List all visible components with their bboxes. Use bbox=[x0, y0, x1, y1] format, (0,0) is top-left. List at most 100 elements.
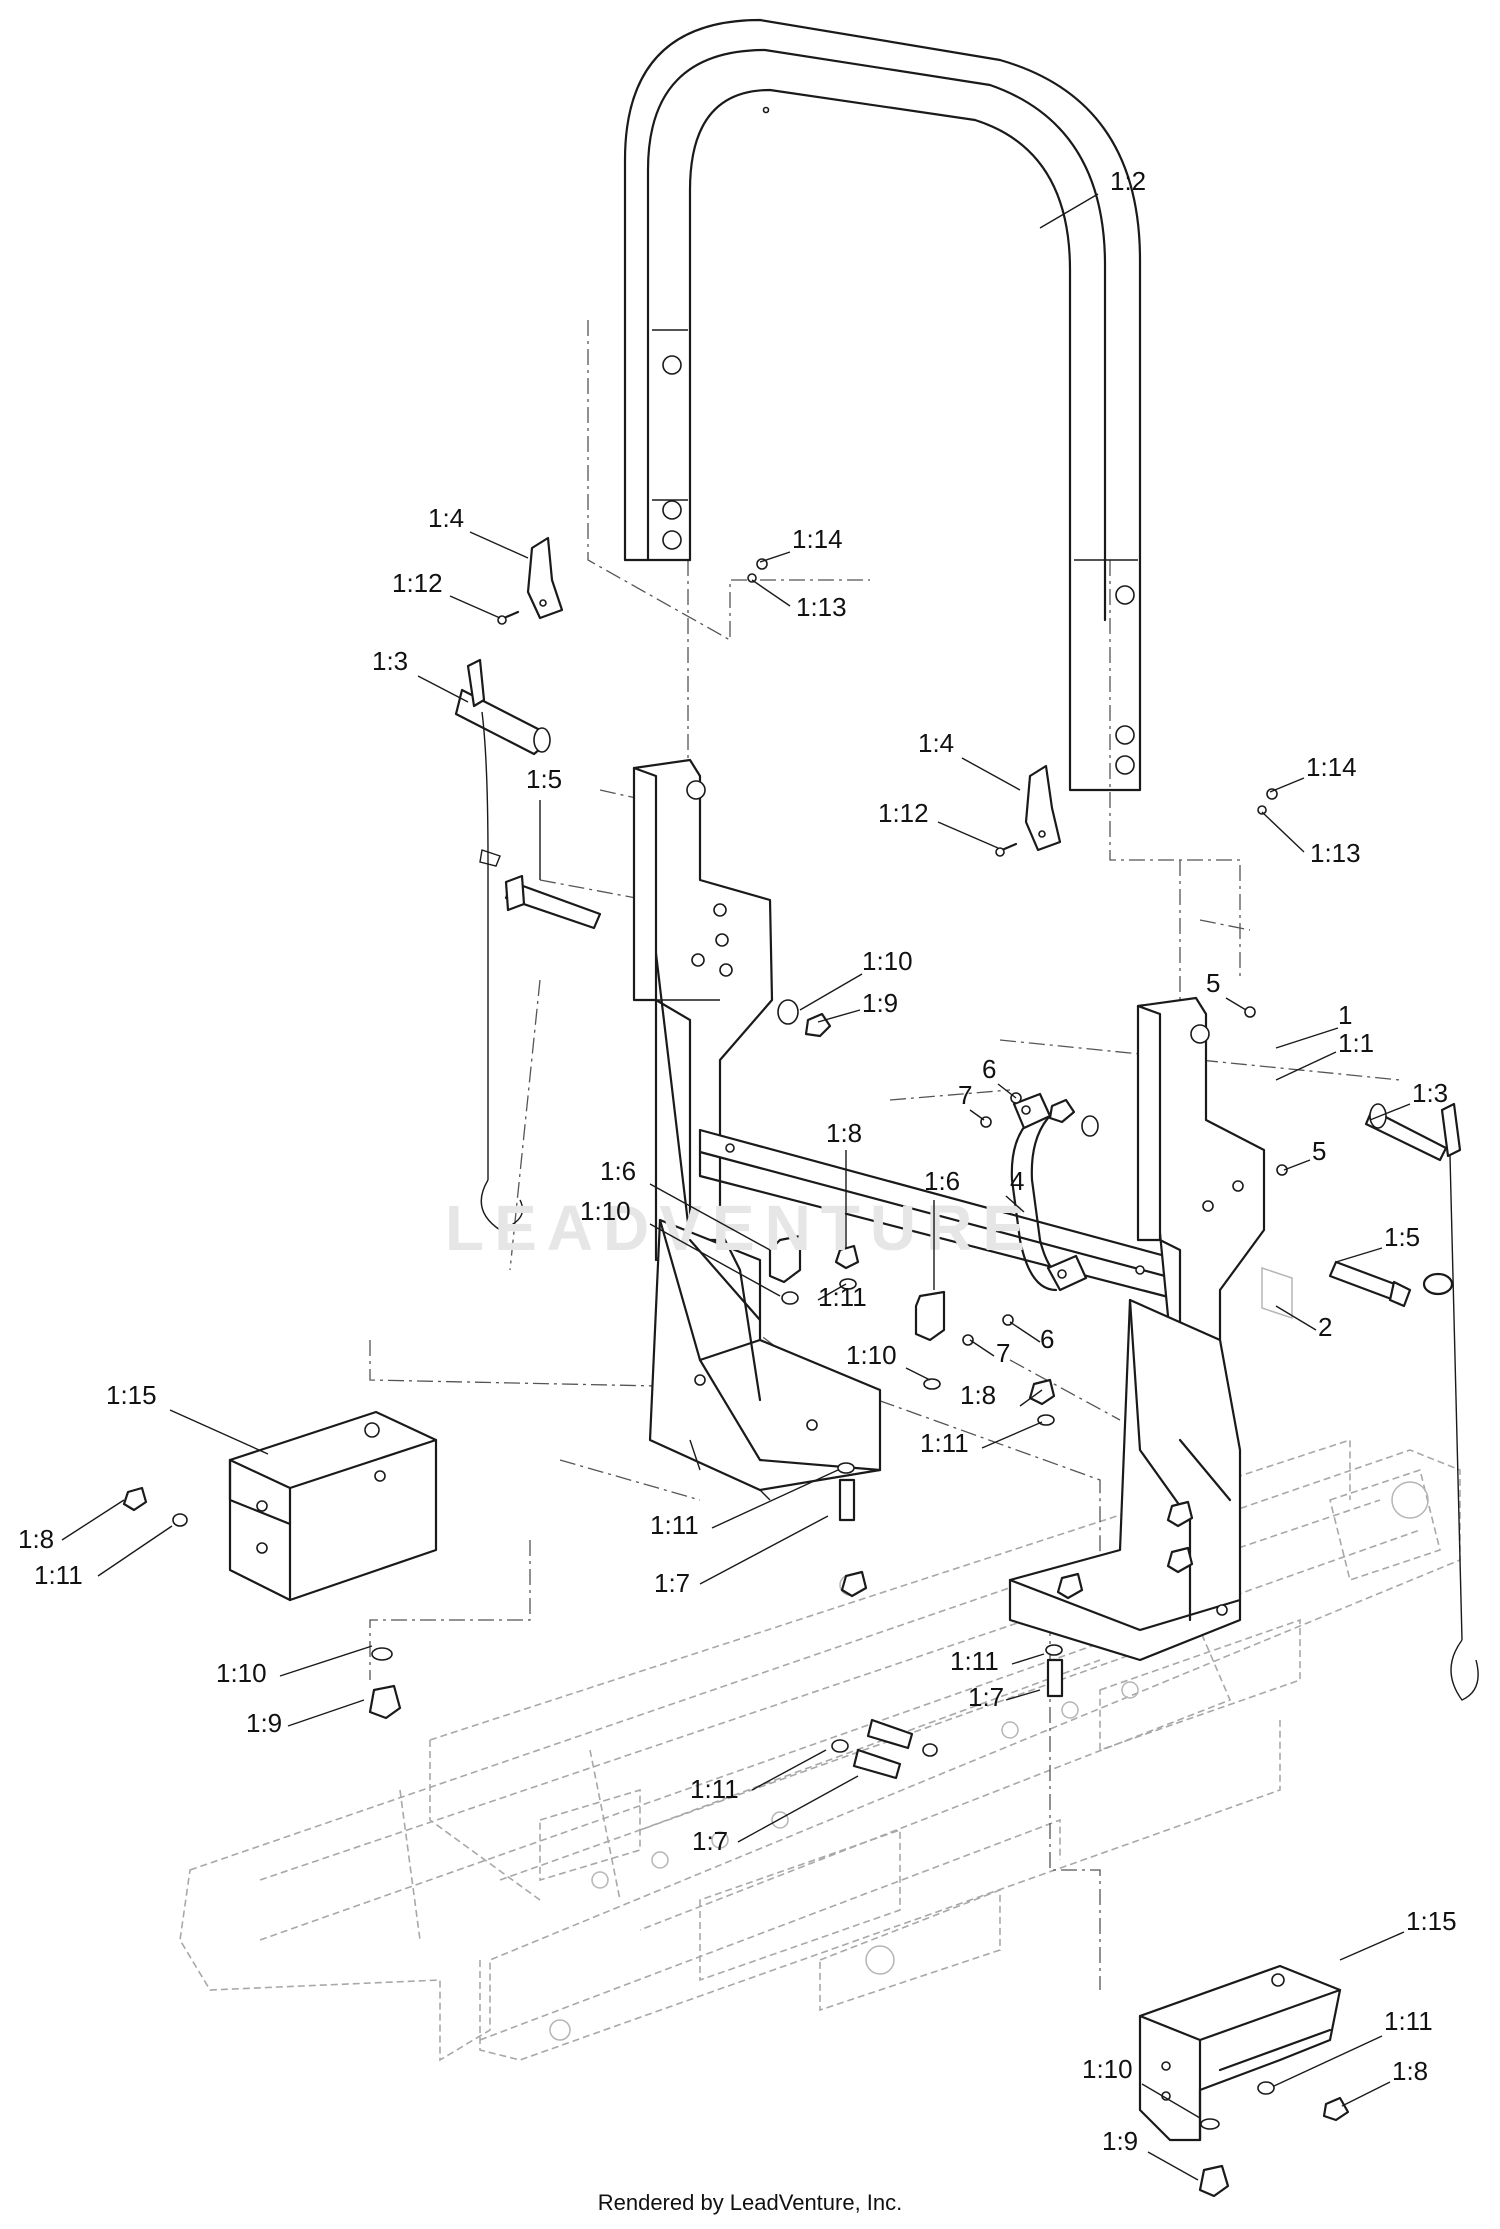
watermark-text: LEADVENTURE bbox=[445, 1192, 1035, 1264]
leader-line bbox=[817, 1009, 861, 1023]
leader-line bbox=[1005, 1689, 1041, 1701]
callout-label: 1:11 bbox=[920, 1428, 969, 1458]
rops-foot-right bbox=[1008, 1298, 1242, 1662]
leader-line bbox=[759, 551, 791, 563]
leader-line bbox=[649, 1223, 781, 1297]
leader-line bbox=[937, 821, 999, 849]
hardware bbox=[122, 874, 1412, 2198]
callout-label: 7 bbox=[958, 1080, 972, 1110]
leader-line bbox=[1141, 2083, 1201, 2119]
callout-label: 1:10 bbox=[862, 946, 913, 976]
callout-label: 2 bbox=[1318, 1312, 1332, 1342]
callout-label: 4 bbox=[1010, 1166, 1024, 1196]
callout-label: 1:8 bbox=[1392, 2056, 1428, 2086]
leader-line bbox=[817, 1283, 847, 1301]
mount-clip-right bbox=[1024, 764, 1062, 852]
callout-label: 1:11 bbox=[690, 1774, 739, 1804]
callout-label: 1:8 bbox=[18, 1524, 54, 1554]
pivot-pin-left bbox=[454, 658, 551, 1231]
mount-pad-right bbox=[1138, 1964, 1342, 2142]
leader-line bbox=[1369, 1103, 1411, 1121]
callout-label: 1:8 bbox=[960, 1380, 996, 1410]
leader-line bbox=[61, 1499, 125, 1541]
leader-line bbox=[981, 1421, 1043, 1449]
leader-line bbox=[169, 1409, 269, 1455]
callout-label: 1:15 bbox=[1406, 1906, 1457, 1936]
leader-line bbox=[1283, 1159, 1311, 1171]
leader-line bbox=[287, 1699, 365, 1727]
callout-label: 1:5 bbox=[526, 764, 562, 794]
leader-line bbox=[1341, 2081, 1391, 2107]
callout-label: 1:5 bbox=[1384, 1222, 1420, 1252]
callout-label: 6 bbox=[982, 1054, 996, 1084]
leader-line bbox=[751, 1749, 827, 1791]
callout-label: 1:7 bbox=[654, 1568, 690, 1598]
leader-line bbox=[1009, 1321, 1041, 1343]
callout-label: 1:7 bbox=[968, 1682, 1004, 1712]
leader-line bbox=[1273, 2035, 1383, 2087]
callout-label: 1:11 bbox=[818, 1282, 867, 1312]
leader-line bbox=[751, 579, 791, 607]
callout-labels: 1:21:41:121:141:131:31:51:41:121:141:131… bbox=[18, 166, 1457, 2156]
leader-line bbox=[997, 1083, 1017, 1099]
leader-line bbox=[969, 1109, 985, 1121]
leader-line bbox=[469, 531, 529, 559]
small-fasteners bbox=[497, 558, 1278, 857]
callout-label: 1:11 bbox=[1384, 2006, 1433, 2036]
callout-label: 1:9 bbox=[862, 988, 898, 1018]
callout-label: 5 bbox=[1312, 1136, 1326, 1166]
leader-line bbox=[1147, 2151, 1199, 2181]
leader-line bbox=[449, 595, 501, 619]
leader-line bbox=[969, 1339, 995, 1357]
callout-leaders bbox=[61, 193, 1411, 2181]
callout-label: 1:3 bbox=[1412, 1078, 1448, 1108]
pivot-pin-right bbox=[1364, 1102, 1479, 1701]
callout-label: 1:4 bbox=[918, 728, 954, 758]
callout-label: 1:14 bbox=[1306, 752, 1357, 782]
callout-label: 1:11 bbox=[34, 1560, 83, 1590]
callout-label: 1:14 bbox=[792, 524, 843, 554]
leader-line bbox=[1019, 1389, 1043, 1407]
callout-label: 1:3 bbox=[372, 646, 408, 676]
callout-label: 1:13 bbox=[1310, 838, 1361, 868]
leader-line bbox=[961, 757, 1021, 791]
leader-line bbox=[711, 1469, 839, 1529]
callout-label: 5 bbox=[1206, 968, 1220, 998]
leader-line bbox=[1039, 193, 1099, 229]
leader-line bbox=[1275, 1305, 1317, 1331]
callout-label: 1:10 bbox=[846, 1340, 897, 1370]
callout-label: 7 bbox=[996, 1338, 1010, 1368]
mount-pad-left bbox=[228, 1410, 438, 1602]
callout-label: 6 bbox=[1040, 1324, 1054, 1354]
leader-line bbox=[1005, 1195, 1025, 1213]
leader-line bbox=[699, 1515, 829, 1585]
callout-label: 1:10 bbox=[1082, 2054, 1133, 2084]
callout-label: 1:8 bbox=[826, 1118, 862, 1148]
leader-line bbox=[1339, 1931, 1405, 1961]
grab-handle bbox=[1010, 1092, 1088, 1292]
callout-label: 1:9 bbox=[246, 1708, 282, 1738]
callout-label: 1:2 bbox=[1110, 166, 1146, 196]
callout-label: 1:4 bbox=[428, 503, 464, 533]
callout-label: 1 bbox=[1338, 1000, 1352, 1030]
leader-line bbox=[97, 1525, 173, 1577]
leader-line bbox=[417, 675, 469, 703]
leader-line bbox=[1275, 1027, 1339, 1049]
callout-label: 1:9 bbox=[1102, 2126, 1138, 2156]
leader-line bbox=[1275, 1051, 1337, 1081]
leader-line bbox=[1269, 777, 1305, 793]
leader-line bbox=[737, 1775, 859, 1843]
callout-label: 1:1 bbox=[1338, 1028, 1374, 1058]
leader-line bbox=[279, 1645, 373, 1677]
mount-clip-left bbox=[526, 536, 564, 620]
callout-label: 1:6 bbox=[924, 1166, 960, 1196]
callout-label: 1:13 bbox=[796, 592, 847, 622]
leader-line bbox=[649, 1183, 771, 1251]
callout-label: 1:12 bbox=[878, 798, 929, 828]
alignment-lines bbox=[369, 320, 1401, 1990]
callout-label: 1:7 bbox=[692, 1826, 728, 1856]
leader-line bbox=[1335, 1247, 1383, 1263]
callout-label: 1:15 bbox=[106, 1380, 157, 1410]
rops-upper-hoop bbox=[623, 18, 1142, 792]
